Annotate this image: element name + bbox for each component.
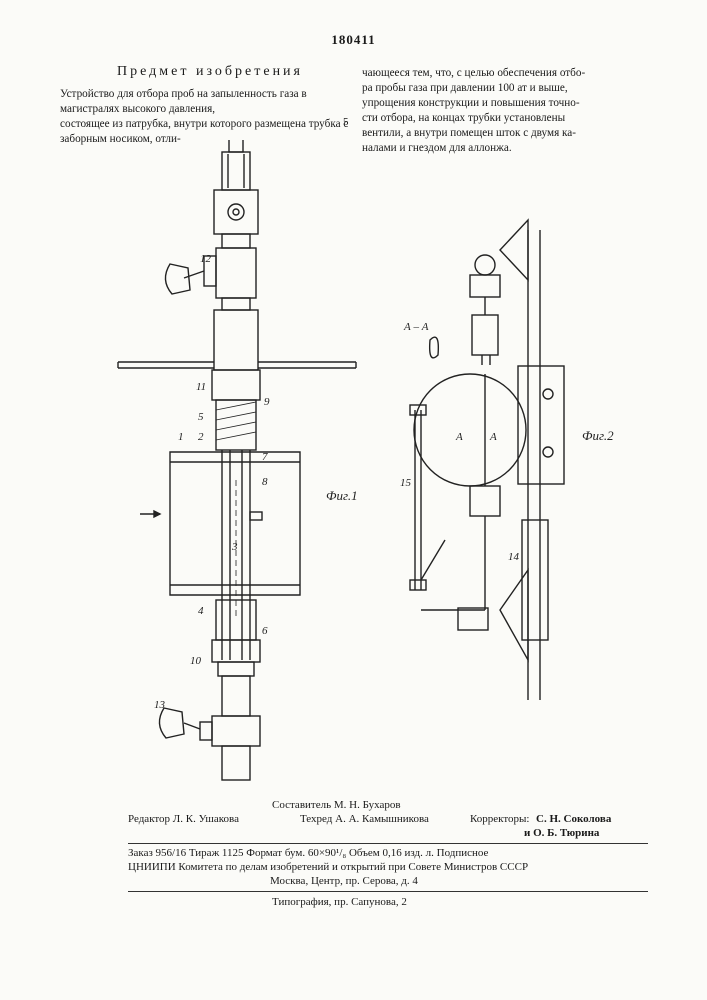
label-1: 1 xyxy=(178,431,184,443)
section-mark-right: А xyxy=(489,431,497,443)
editor-line: Редактор Л. К. Ушакова xyxy=(128,813,239,825)
claim-line: сти отбора, на концах трубки установлены xyxy=(362,112,566,124)
label-11: 11 xyxy=(196,381,206,393)
label-7: 7 xyxy=(262,451,268,463)
claim-line: состоящее из патрубка, внутри которого р… xyxy=(60,118,349,145)
fig2-caption: Фиг.2 xyxy=(582,428,614,443)
technical-drawing: 12 11 5 9 1 2 7 8 3 4 10 6 13 Фиг.1 15 1… xyxy=(117,140,614,781)
fig1-drawing xyxy=(117,140,357,781)
fig2-drawing xyxy=(409,218,565,700)
label-3: 3 xyxy=(231,541,238,553)
line-number: 5 xyxy=(343,116,349,128)
claim-line: Устройство для отбора проб на запыленнос… xyxy=(60,88,307,115)
typography-line: Типография, пр. Сапунова, 2 xyxy=(272,896,407,908)
label-15: 15 xyxy=(400,477,412,489)
corrector-1: С. Н. Соколова xyxy=(536,813,612,825)
label-10: 10 xyxy=(190,655,202,667)
claim-left-column: Устройство для отбора проб на запыленнос… xyxy=(60,87,350,147)
label-6: 6 xyxy=(262,625,268,637)
divider xyxy=(128,843,648,844)
claim-line: налами и гнездом для аллонжа. xyxy=(362,142,512,154)
label-4: 4 xyxy=(198,605,204,617)
divider xyxy=(128,891,648,892)
label-8: 8 xyxy=(262,476,268,488)
corrector-2: и О. Б. Тюрина xyxy=(524,827,600,839)
correctors-label: Корректоры: xyxy=(470,813,530,825)
claim-line: упрощения конструкции и повышения точно- xyxy=(362,97,580,109)
claim-line: чающееся тем, что, с целью обеспечения о… xyxy=(362,67,586,79)
order-line: Заказ 956/16 Тираж 1125 Формат бум. 60×9… xyxy=(128,847,489,859)
org-line: ЦНИИПИ Комитета по делам изобретений и о… xyxy=(128,861,529,873)
section-heading: Предмет изобретения xyxy=(117,64,303,79)
label-12: 12 xyxy=(200,253,212,265)
fig1-caption: Фиг.1 xyxy=(326,488,358,503)
address-line: Москва, Центр, пр. Серова, д. 4 xyxy=(270,875,418,887)
claim-right-column: чающееся тем, что, с целью обеспечения о… xyxy=(362,66,652,156)
label-5: 5 xyxy=(198,411,204,423)
claim-line: ра пробы газа при давлении 100 ат и выше… xyxy=(362,82,568,94)
figure-labels: 12 11 5 9 1 2 7 8 3 4 10 6 13 Фиг.1 15 1… xyxy=(154,253,614,711)
label-14: 14 xyxy=(508,551,520,563)
label-13: 13 xyxy=(154,699,166,711)
section-label: А – А xyxy=(403,321,429,333)
section-mark-left: А xyxy=(455,431,463,443)
techred-line: Техред А. А. Камышникова xyxy=(300,813,429,825)
label-9: 9 xyxy=(264,396,270,408)
patent-number: 180411 xyxy=(331,32,376,47)
label-2: 2 xyxy=(198,431,204,443)
compiler-line: Составитель М. Н. Бухаров xyxy=(272,799,401,811)
claim-line: вентили, а внутри помещен шток с двумя к… xyxy=(362,127,576,139)
